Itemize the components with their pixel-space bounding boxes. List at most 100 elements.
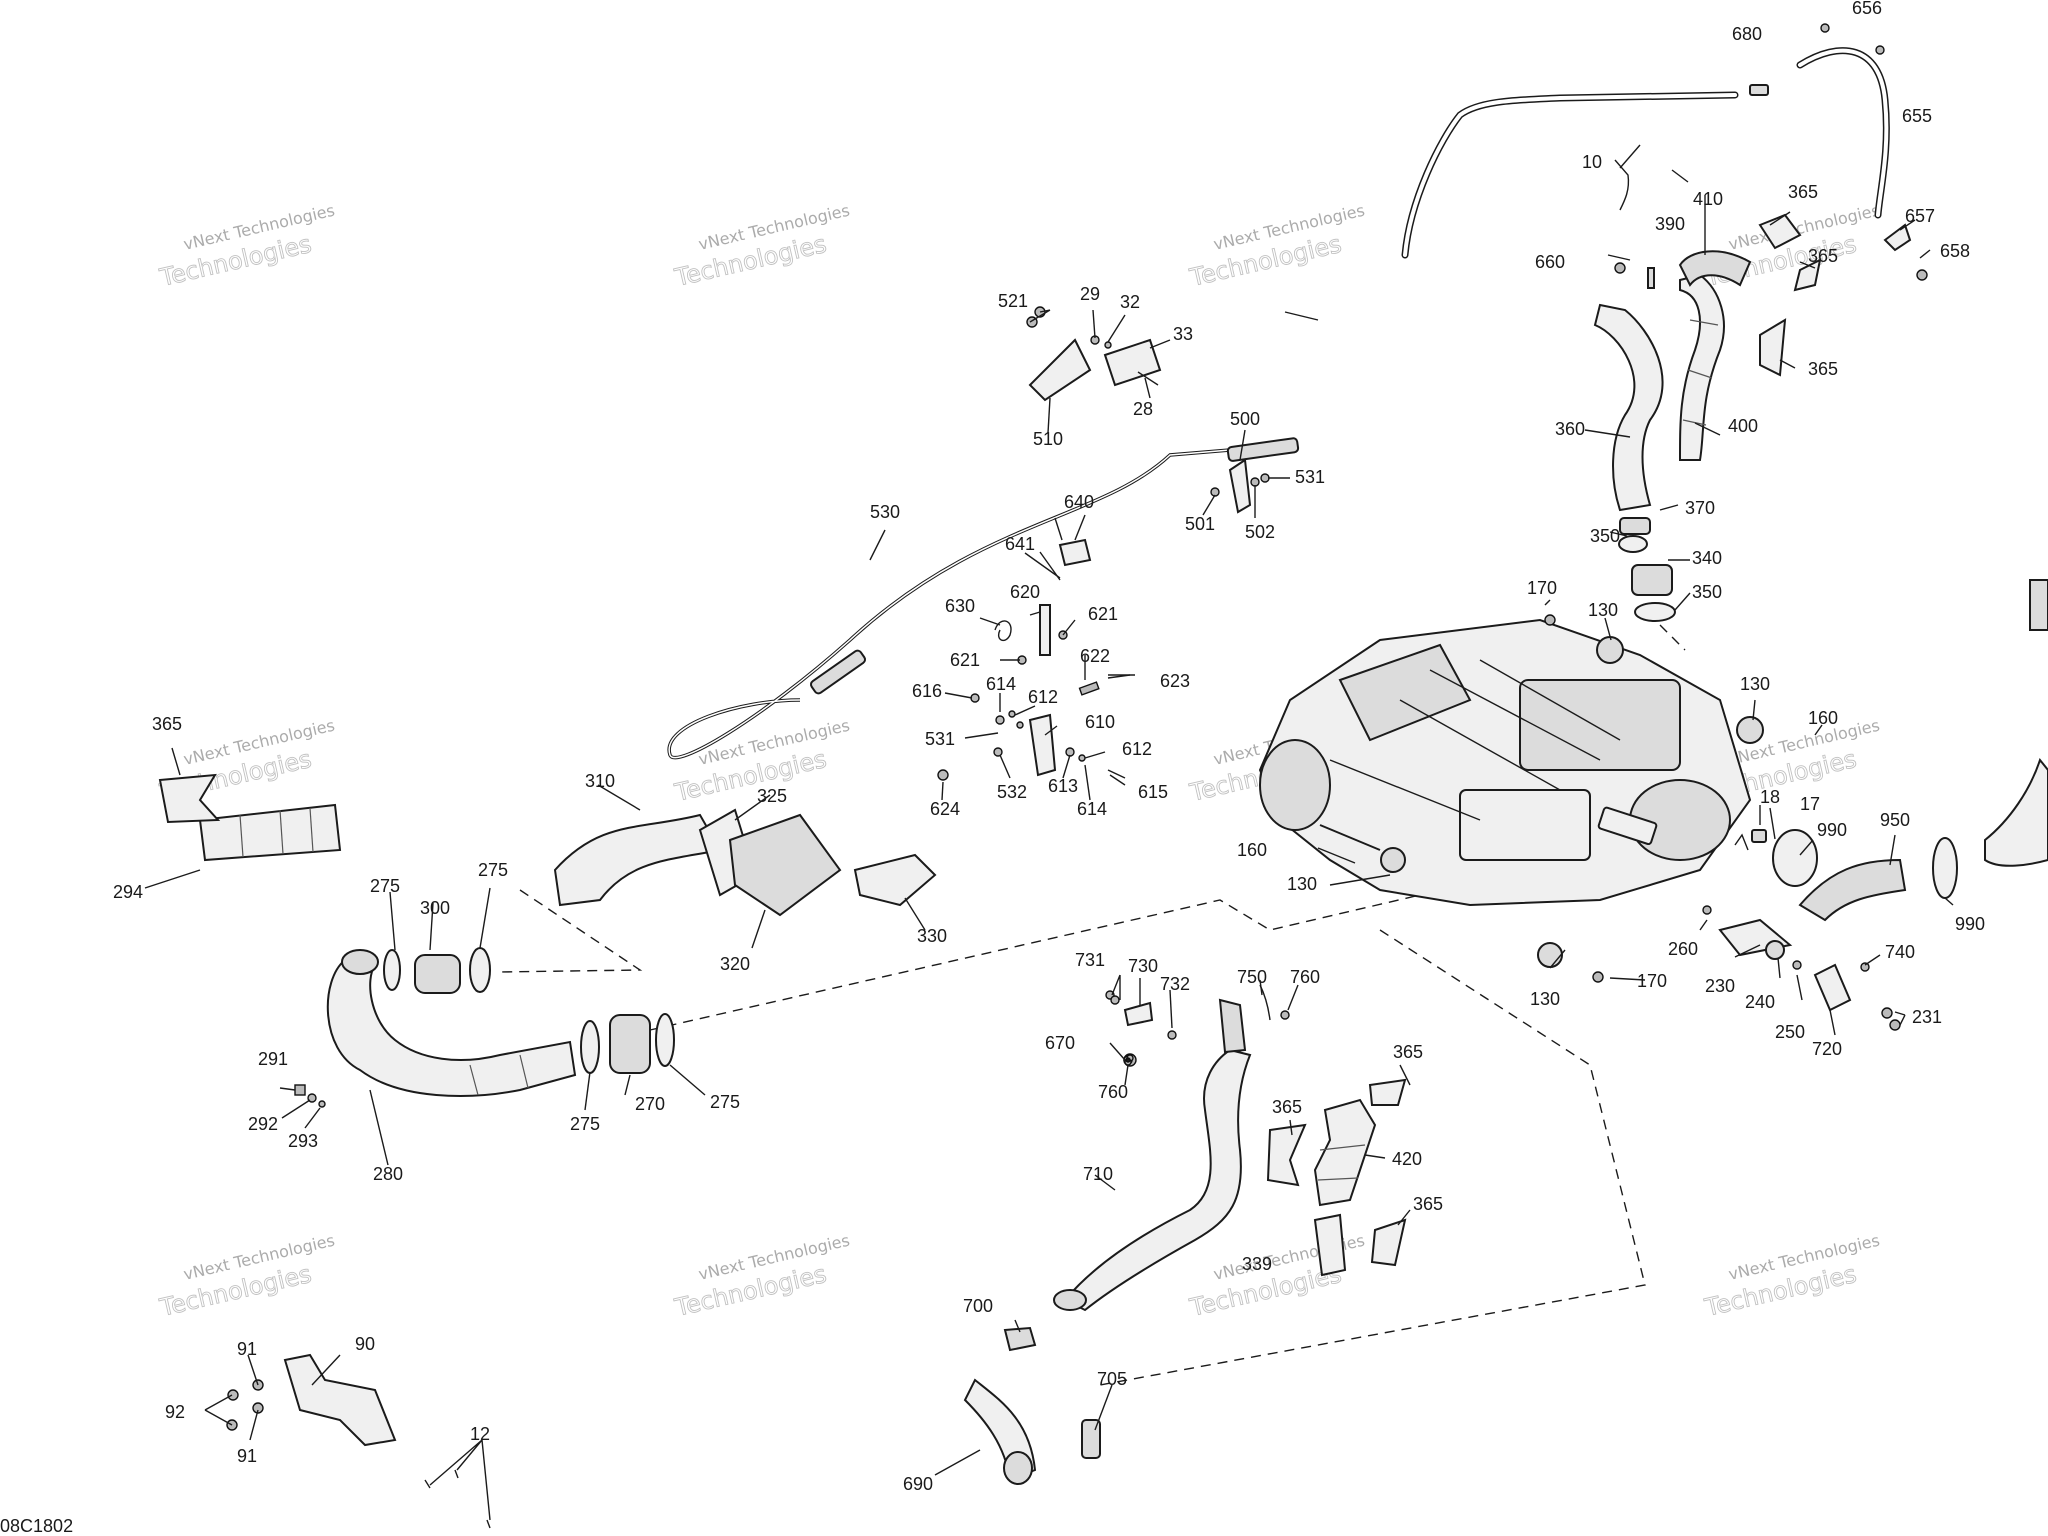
filter-box-320 <box>728 813 842 917</box>
bracket-510 <box>1028 338 1092 402</box>
plate-33 <box>1103 338 1162 387</box>
callout-621: 621 <box>1088 604 1118 624</box>
clamp-350-b <box>1634 602 1676 622</box>
callout-291: 291 <box>258 1049 288 1069</box>
callout-365: 365 <box>1808 359 1838 379</box>
callout-10: 10 <box>1582 152 1602 172</box>
parts <box>158 23 2048 1529</box>
callout-360: 360 <box>1555 419 1585 439</box>
shield-420 <box>1313 1098 1377 1207</box>
callout-390: 390 <box>1655 214 1685 234</box>
callout-280: 280 <box>373 1164 403 1184</box>
callout-530: 530 <box>870 502 900 522</box>
callout-613: 613 <box>1048 776 1078 796</box>
callout-621: 621 <box>950 650 980 670</box>
clip-365-left <box>158 773 221 824</box>
watermark: vNext Technologies Technologies <box>1186 1231 1366 1323</box>
callout-130: 130 <box>1588 600 1618 620</box>
heat-shield-294 <box>198 803 342 862</box>
clamp-275-c <box>580 1020 600 1074</box>
callout-130: 130 <box>1530 989 1560 1009</box>
callout-623: 623 <box>1160 671 1190 691</box>
clip-365-d <box>1370 1218 1407 1267</box>
clamp-990-a <box>1772 829 1818 887</box>
callout-620: 620 <box>1010 582 1040 602</box>
coupler-300 <box>414 954 461 994</box>
callout-616: 616 <box>912 681 942 701</box>
callout-33: 33 <box>1173 324 1193 344</box>
callout-420: 420 <box>1392 1149 1422 1169</box>
callout-170: 170 <box>1637 971 1667 991</box>
callout-labels: 656 680 655 10 410 365 390 365 657 658 6… <box>0 0 1985 1536</box>
callout-656: 656 <box>1852 0 1882 18</box>
callout-370: 370 <box>1685 498 1715 518</box>
callout-641: 641 <box>1005 534 1035 554</box>
callout-275: 275 <box>570 1114 600 1134</box>
callout-240: 240 <box>1745 992 1775 1012</box>
pipe-339 <box>1313 1213 1347 1277</box>
callout-990: 990 <box>1817 820 1847 840</box>
callout-532: 532 <box>997 782 1027 802</box>
callout-12: 12 <box>470 1424 490 1444</box>
coupler-340 <box>1631 564 1673 596</box>
mount-130-d <box>1537 942 1563 968</box>
callout-275: 275 <box>710 1092 740 1112</box>
engine <box>1258 618 1752 907</box>
callout-350: 350 <box>1692 582 1722 602</box>
callout-365: 365 <box>1393 1042 1423 1062</box>
callout-270: 270 <box>635 1094 665 1114</box>
duct-360 <box>1593 303 1664 512</box>
callout-90: 90 <box>355 1334 375 1354</box>
clamp-370 <box>1619 517 1651 535</box>
callout-275: 275 <box>478 860 508 880</box>
callout-275: 275 <box>370 876 400 896</box>
callout-690: 690 <box>903 1474 933 1494</box>
duct-400 <box>1678 273 1725 461</box>
callout-365: 365 <box>1788 182 1818 202</box>
callout-293: 293 <box>288 1131 318 1151</box>
callout-160: 160 <box>1808 708 1838 728</box>
cover-330 <box>853 853 937 907</box>
callout-732: 732 <box>1160 974 1190 994</box>
callout-130: 130 <box>1287 874 1317 894</box>
callout-28: 28 <box>1133 399 1153 419</box>
duct-410 <box>1678 250 1752 287</box>
callout-705: 705 <box>1097 1369 1127 1389</box>
plate-610 <box>1028 713 1057 777</box>
callout-760: 760 <box>1290 967 1320 987</box>
callout-660: 660 <box>1535 252 1565 272</box>
callout-750: 750 <box>1237 967 1267 987</box>
sensor-17 <box>1751 829 1767 843</box>
callout-510: 510 <box>1033 429 1063 449</box>
callout-260: 260 <box>1668 939 1698 959</box>
callout-500: 500 <box>1230 409 1260 429</box>
callout-730: 730 <box>1128 956 1158 976</box>
callout-740: 740 <box>1885 942 1915 962</box>
callout-339: 339 <box>1242 1254 1272 1274</box>
callout-29: 29 <box>1080 284 1100 304</box>
callout-410: 410 <box>1693 189 1723 209</box>
callout-700: 700 <box>963 1296 993 1316</box>
duct-280 <box>326 958 577 1097</box>
clip-365-right <box>1759 318 1787 377</box>
callout-350: 350 <box>1590 526 1620 546</box>
callout-531: 531 <box>1295 467 1325 487</box>
callout-130: 130 <box>1740 674 1770 694</box>
callout-531: 531 <box>925 729 955 749</box>
callout-950: 950 <box>1880 810 1910 830</box>
callout-400: 400 <box>1728 416 1758 436</box>
callout-320: 320 <box>720 954 750 974</box>
diagram-code: 108C1802 <box>0 1516 73 1536</box>
watermark: vNext Technologies Technologies <box>1701 1231 1881 1323</box>
watermark: vNext Technologies Technologies <box>156 201 336 293</box>
callout-760: 760 <box>1098 1082 1128 1102</box>
callout-658: 658 <box>1940 241 1970 261</box>
pipe-710 <box>1063 1048 1252 1312</box>
callout-91: 91 <box>237 1339 257 1359</box>
callout-170: 170 <box>1527 578 1557 598</box>
callout-502: 502 <box>1245 522 1275 542</box>
coupler-270 <box>609 1014 651 1074</box>
callout-720: 720 <box>1812 1039 1842 1059</box>
intake-310 <box>553 813 722 907</box>
callout-231: 231 <box>1912 1007 1942 1027</box>
